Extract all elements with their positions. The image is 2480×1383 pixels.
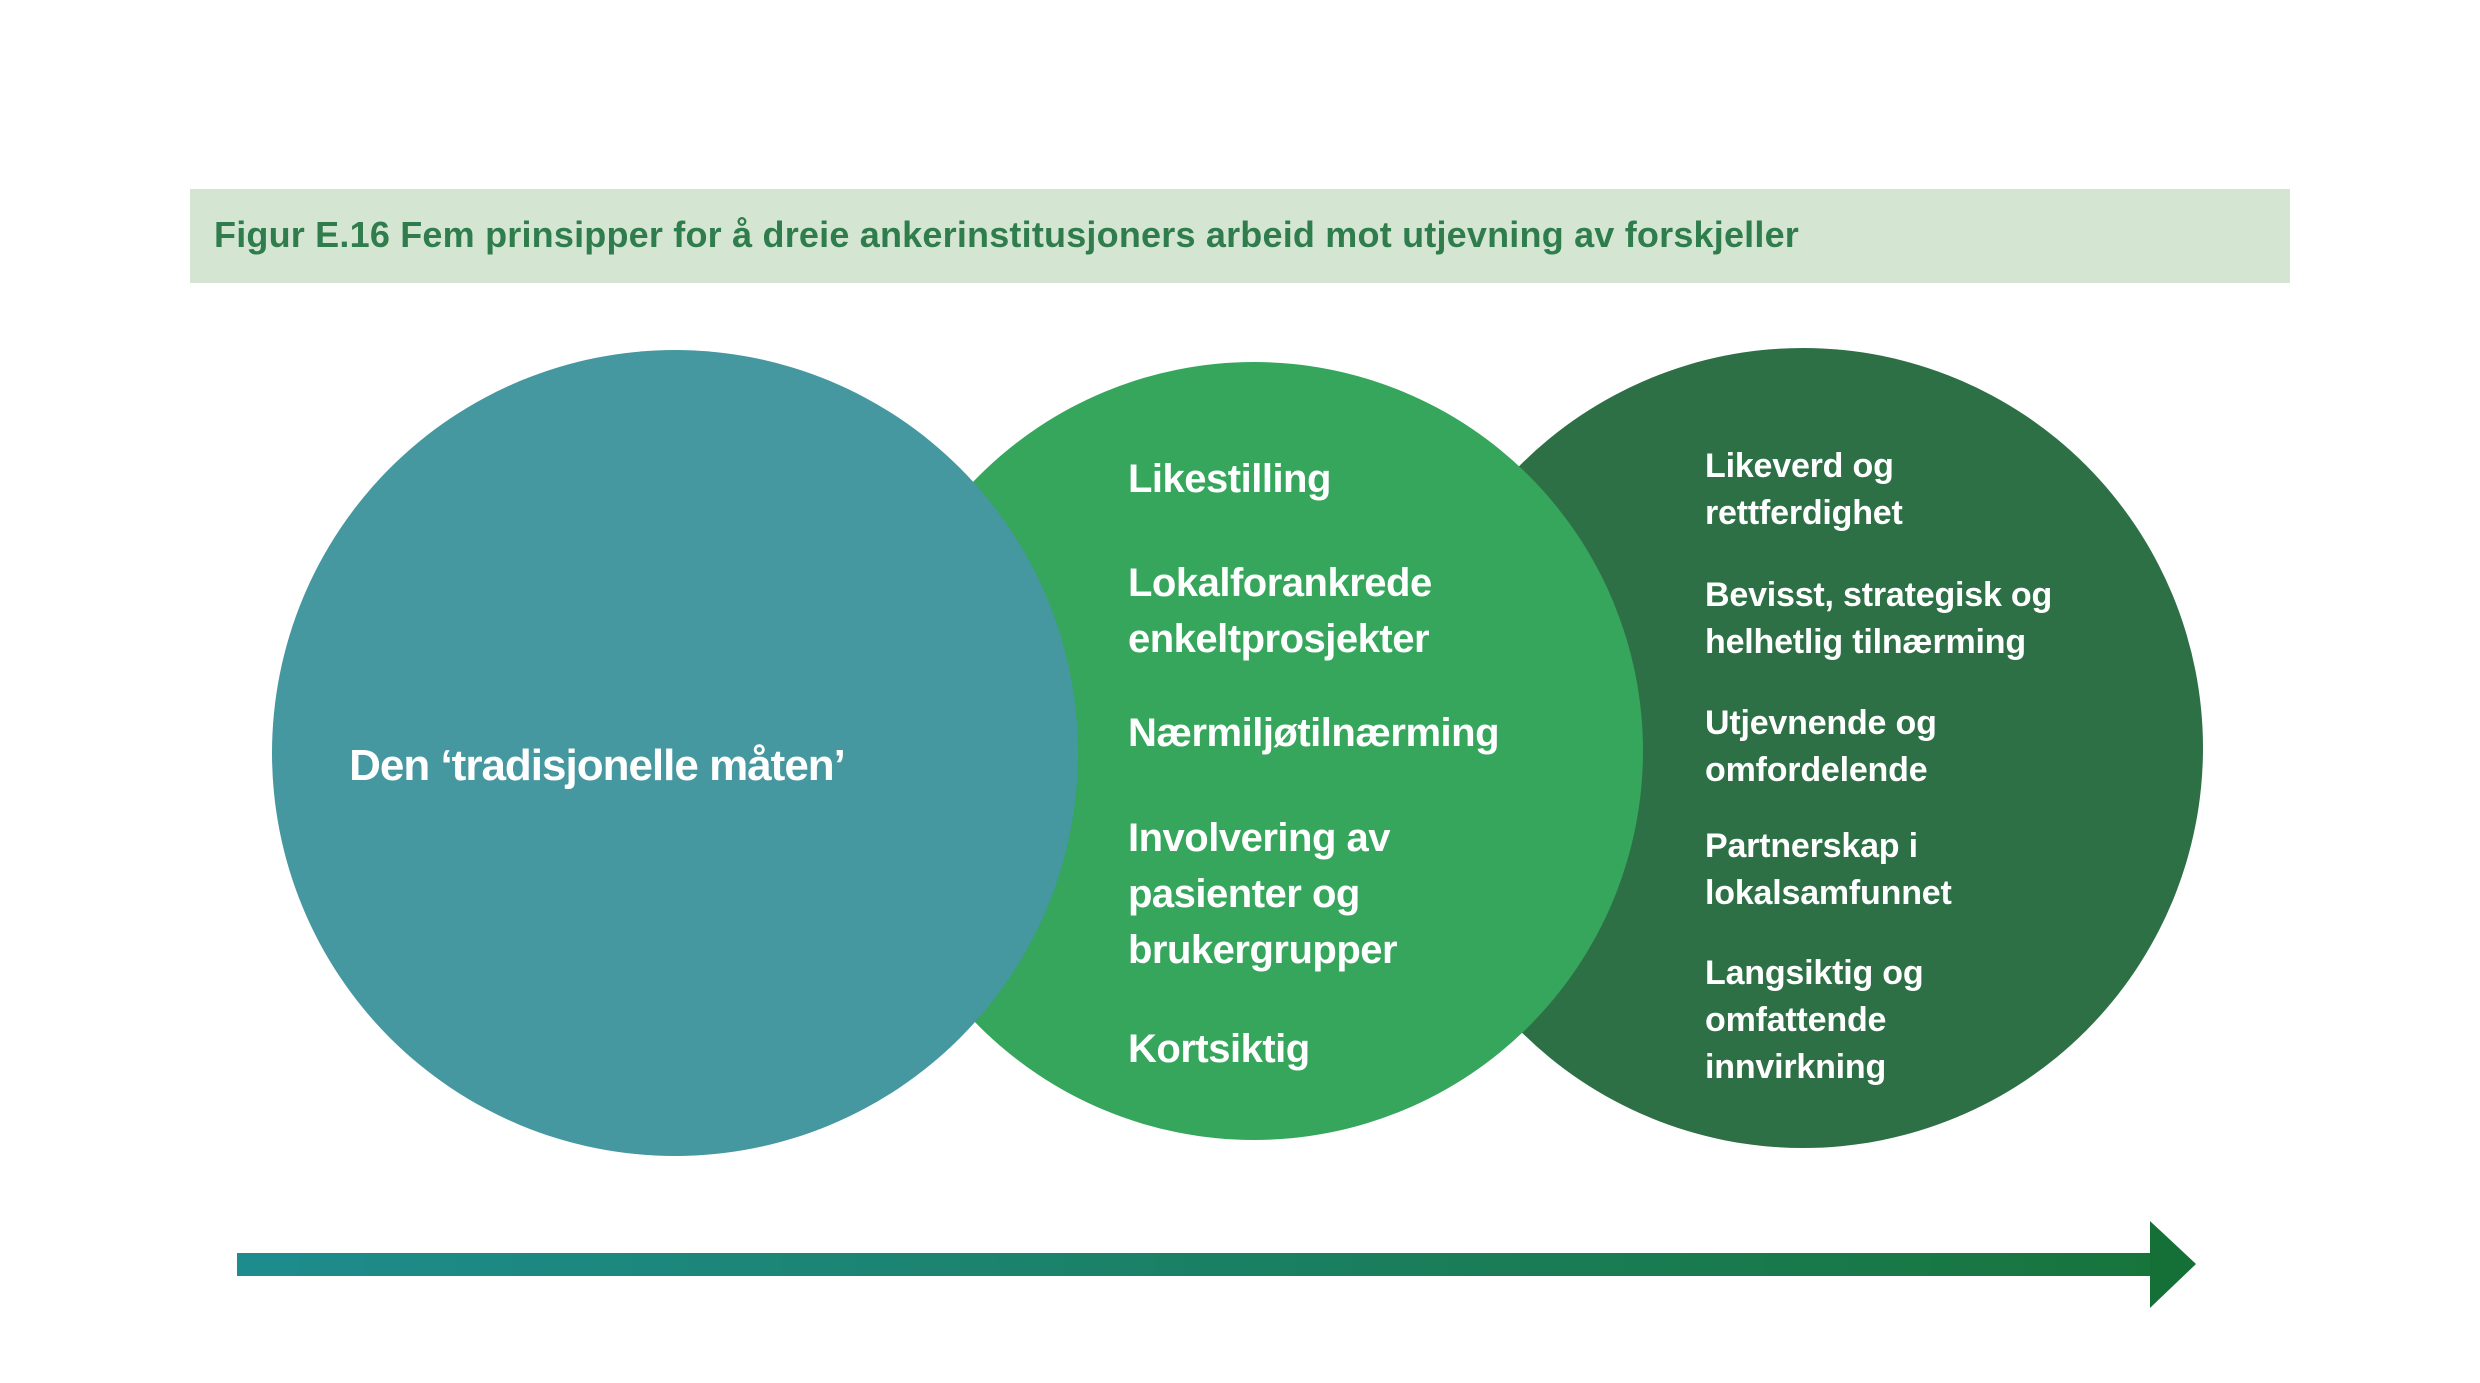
figure-title-bar: Figur E.16 Fem prinsipper for å dreie an… [190, 189, 2290, 283]
arrow-shaft [237, 1253, 2150, 1276]
figure-title: Figur E.16 Fem prinsipper for å dreie an… [214, 214, 1800, 255]
list-item: Partnerskap i lokalsamfunnet [1705, 827, 1952, 912]
list-item: Lokalforankrede enkeltprosjekter [1128, 561, 1432, 661]
list-item: Likeverd og rettferdighet [1705, 447, 1903, 532]
direction-arrow [237, 1221, 2197, 1308]
circle-traditional-label: Den ‘tradisjonelle måten’ [349, 741, 846, 790]
arrow-head-icon [2150, 1221, 2196, 1308]
list-item: Nærmiljøtilnærming [1128, 711, 1500, 755]
list-item: Kortsiktig [1128, 1027, 1310, 1071]
list-item: Involvering av pasienter og brukergruppe… [1128, 816, 1398, 972]
list-item: Likestilling [1128, 457, 1331, 501]
list-item: Bevisst, strategisk og helhetlig tilnærm… [1705, 576, 2053, 661]
list-item: Utjevnende og omfordelende [1705, 704, 1937, 789]
circle-traditional-way: Den ‘tradisjonelle måten’ [272, 350, 1078, 1156]
list-item: Langsiktig og omfattende innvirkning [1705, 954, 1924, 1086]
